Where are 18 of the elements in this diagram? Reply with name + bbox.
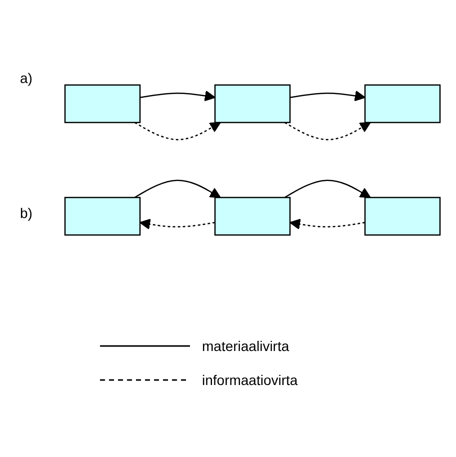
node-box	[364, 196, 441, 236]
arrow	[140, 218, 216, 230]
arrow	[284, 122, 371, 140]
node-box	[64, 196, 141, 236]
arrow	[284, 180, 371, 198]
row-label: a)	[20, 70, 32, 86]
arrow	[290, 218, 366, 230]
node-box	[214, 196, 291, 236]
node-box	[214, 84, 291, 124]
arrow	[134, 122, 221, 140]
node-box	[364, 84, 441, 124]
arrow	[290, 90, 366, 102]
node-box	[64, 84, 141, 124]
arrow	[134, 180, 221, 198]
arrow	[140, 90, 216, 102]
legend-label: materiaalivirta	[202, 338, 290, 354]
row-label: b)	[20, 205, 32, 221]
legend-label: informaatiovirta	[202, 372, 298, 388]
